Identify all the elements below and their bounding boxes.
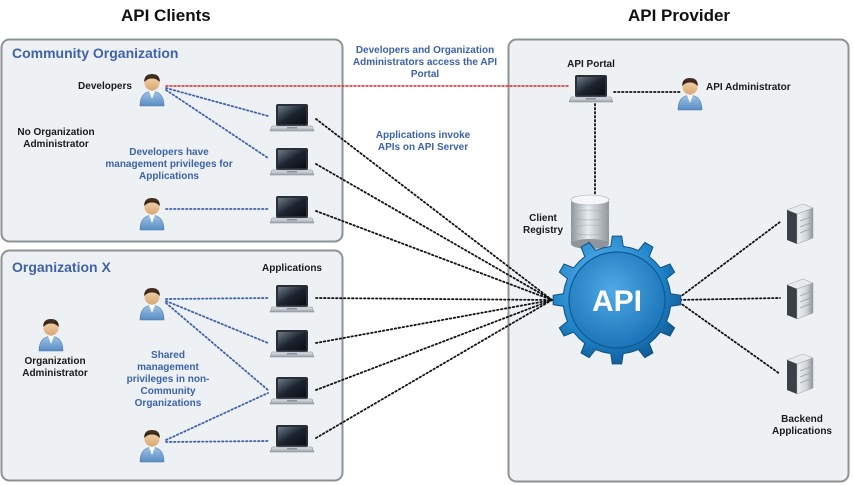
app-to-api-line-4 <box>315 297 553 301</box>
orgx-dev1-app1-line <box>165 297 269 300</box>
app-to-api-line-6 <box>315 299 553 391</box>
application-laptop-icon-5 <box>269 329 315 358</box>
no-organization-administrator-label: No Organization Administrator <box>17 127 95 150</box>
app-to-api-line-5 <box>315 299 553 344</box>
app-to-api-line-3 <box>315 210 553 301</box>
community-organization-title: Community Organization <box>12 45 179 61</box>
api-backend-line-1 <box>675 221 781 301</box>
application-laptop-icon-2 <box>269 147 315 176</box>
api-clients-heading: API Clients <box>121 6 211 25</box>
shared-management-note: Shared management privileges in non-Comm… <box>126 350 210 409</box>
api-portal-label: API Portal <box>567 59 615 70</box>
client-registry-database-icon <box>570 194 610 249</box>
api-backend-line-2 <box>675 297 781 301</box>
developers-label: Developers <box>78 81 132 92</box>
developers-management-note: Developers have management privileges fo… <box>105 147 233 182</box>
api-provider-box <box>507 38 850 483</box>
app-to-api-line-1 <box>315 118 553 301</box>
community-organization-box <box>0 38 344 243</box>
orgx-dev1-app2-line <box>165 300 269 344</box>
api-gear-label: API <box>592 285 642 318</box>
dev-to-app-line-1 <box>165 87 269 117</box>
portal-access-note: Developers and Organization Administrato… <box>352 45 498 80</box>
api-gear-icon: API <box>552 235 682 365</box>
application-laptop-icon-1 <box>269 103 315 132</box>
backend-server-icon-3 <box>786 353 814 395</box>
backend-server-icon-2 <box>786 278 814 320</box>
application-laptop-icon-7 <box>269 424 315 453</box>
app-to-api-line-7 <box>315 299 553 439</box>
application-laptop-icon-3 <box>269 195 315 224</box>
connector-lines <box>165 85 781 443</box>
dev-to-app-line-2 <box>165 89 269 159</box>
api-provider-heading: API Provider <box>628 6 731 25</box>
orgx-dev1-app3-line <box>165 302 269 391</box>
application-laptop-icon-6 <box>269 376 315 405</box>
client-registry-label: Client Registry <box>522 213 563 236</box>
applications-invoke-note: Applications invoke APIs on API Server <box>375 130 471 153</box>
organization-x-title: Organization X <box>12 259 111 275</box>
backend-applications-label: Backend Applications <box>771 414 832 437</box>
orgx-dev2-app4-line <box>165 440 269 443</box>
organization-x-box <box>0 249 344 482</box>
api-administrator-label: API Administrator <box>706 82 791 93</box>
app-to-api-line-2 <box>315 163 553 301</box>
orgx-dev2-app3-line <box>165 392 269 441</box>
organization-administrator-label: Organization Administrator <box>22 356 88 379</box>
api-backend-line-3 <box>675 299 781 375</box>
applications-label: Applications <box>261 263 322 274</box>
application-laptop-icon-4 <box>269 284 315 313</box>
api-portal-laptop-icon <box>568 74 614 103</box>
backend-server-icon-1 <box>786 203 814 245</box>
